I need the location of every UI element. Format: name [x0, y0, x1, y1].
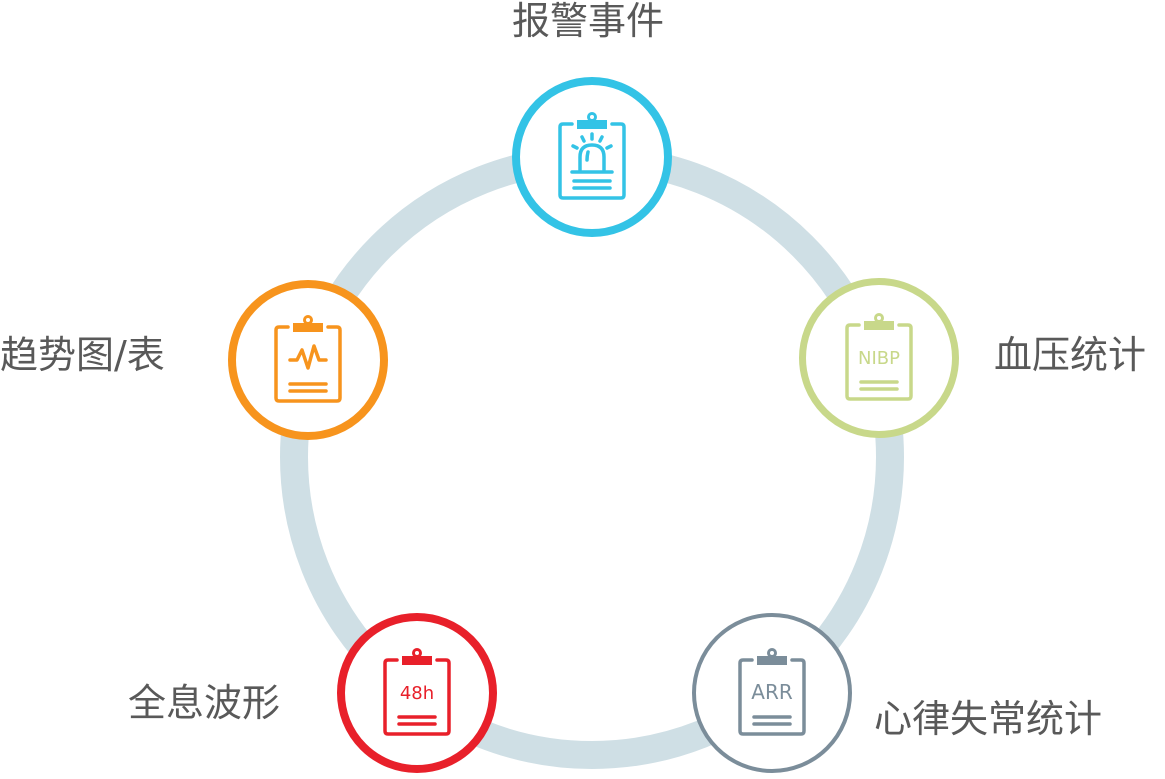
node-circle [228, 280, 388, 440]
label-nibp-stats: 血压统计 [994, 333, 1147, 377]
node-circle [799, 278, 959, 438]
node-trend [228, 280, 388, 440]
icon-text-wave: 48h [400, 683, 434, 704]
48h-clipboard-icon [383, 648, 451, 736]
icon-text-nibp: NIBP [858, 348, 900, 369]
label-trend-chart: 趋势图/表 [0, 333, 165, 377]
node-circle [337, 613, 497, 773]
label-alarm-events: 报警事件 [512, 0, 665, 43]
node-alarm [512, 77, 672, 237]
nibp-clipboard-icon [845, 313, 913, 401]
trend-clipboard-icon [274, 315, 342, 403]
node-arr: ARR [692, 613, 852, 773]
node-circle [692, 613, 852, 773]
node-nibp: NIBP [799, 278, 959, 438]
node-wave: 48h [337, 613, 497, 773]
icon-text-arr: ARR [751, 680, 793, 704]
label-arrhythmia-stats: 心律失常统计 [874, 697, 1103, 741]
alarm-clipboard-icon [558, 112, 626, 200]
node-circle [512, 77, 672, 237]
arr-clipboard-icon [738, 648, 806, 736]
label-full-waveform: 全息波形 [128, 681, 281, 725]
